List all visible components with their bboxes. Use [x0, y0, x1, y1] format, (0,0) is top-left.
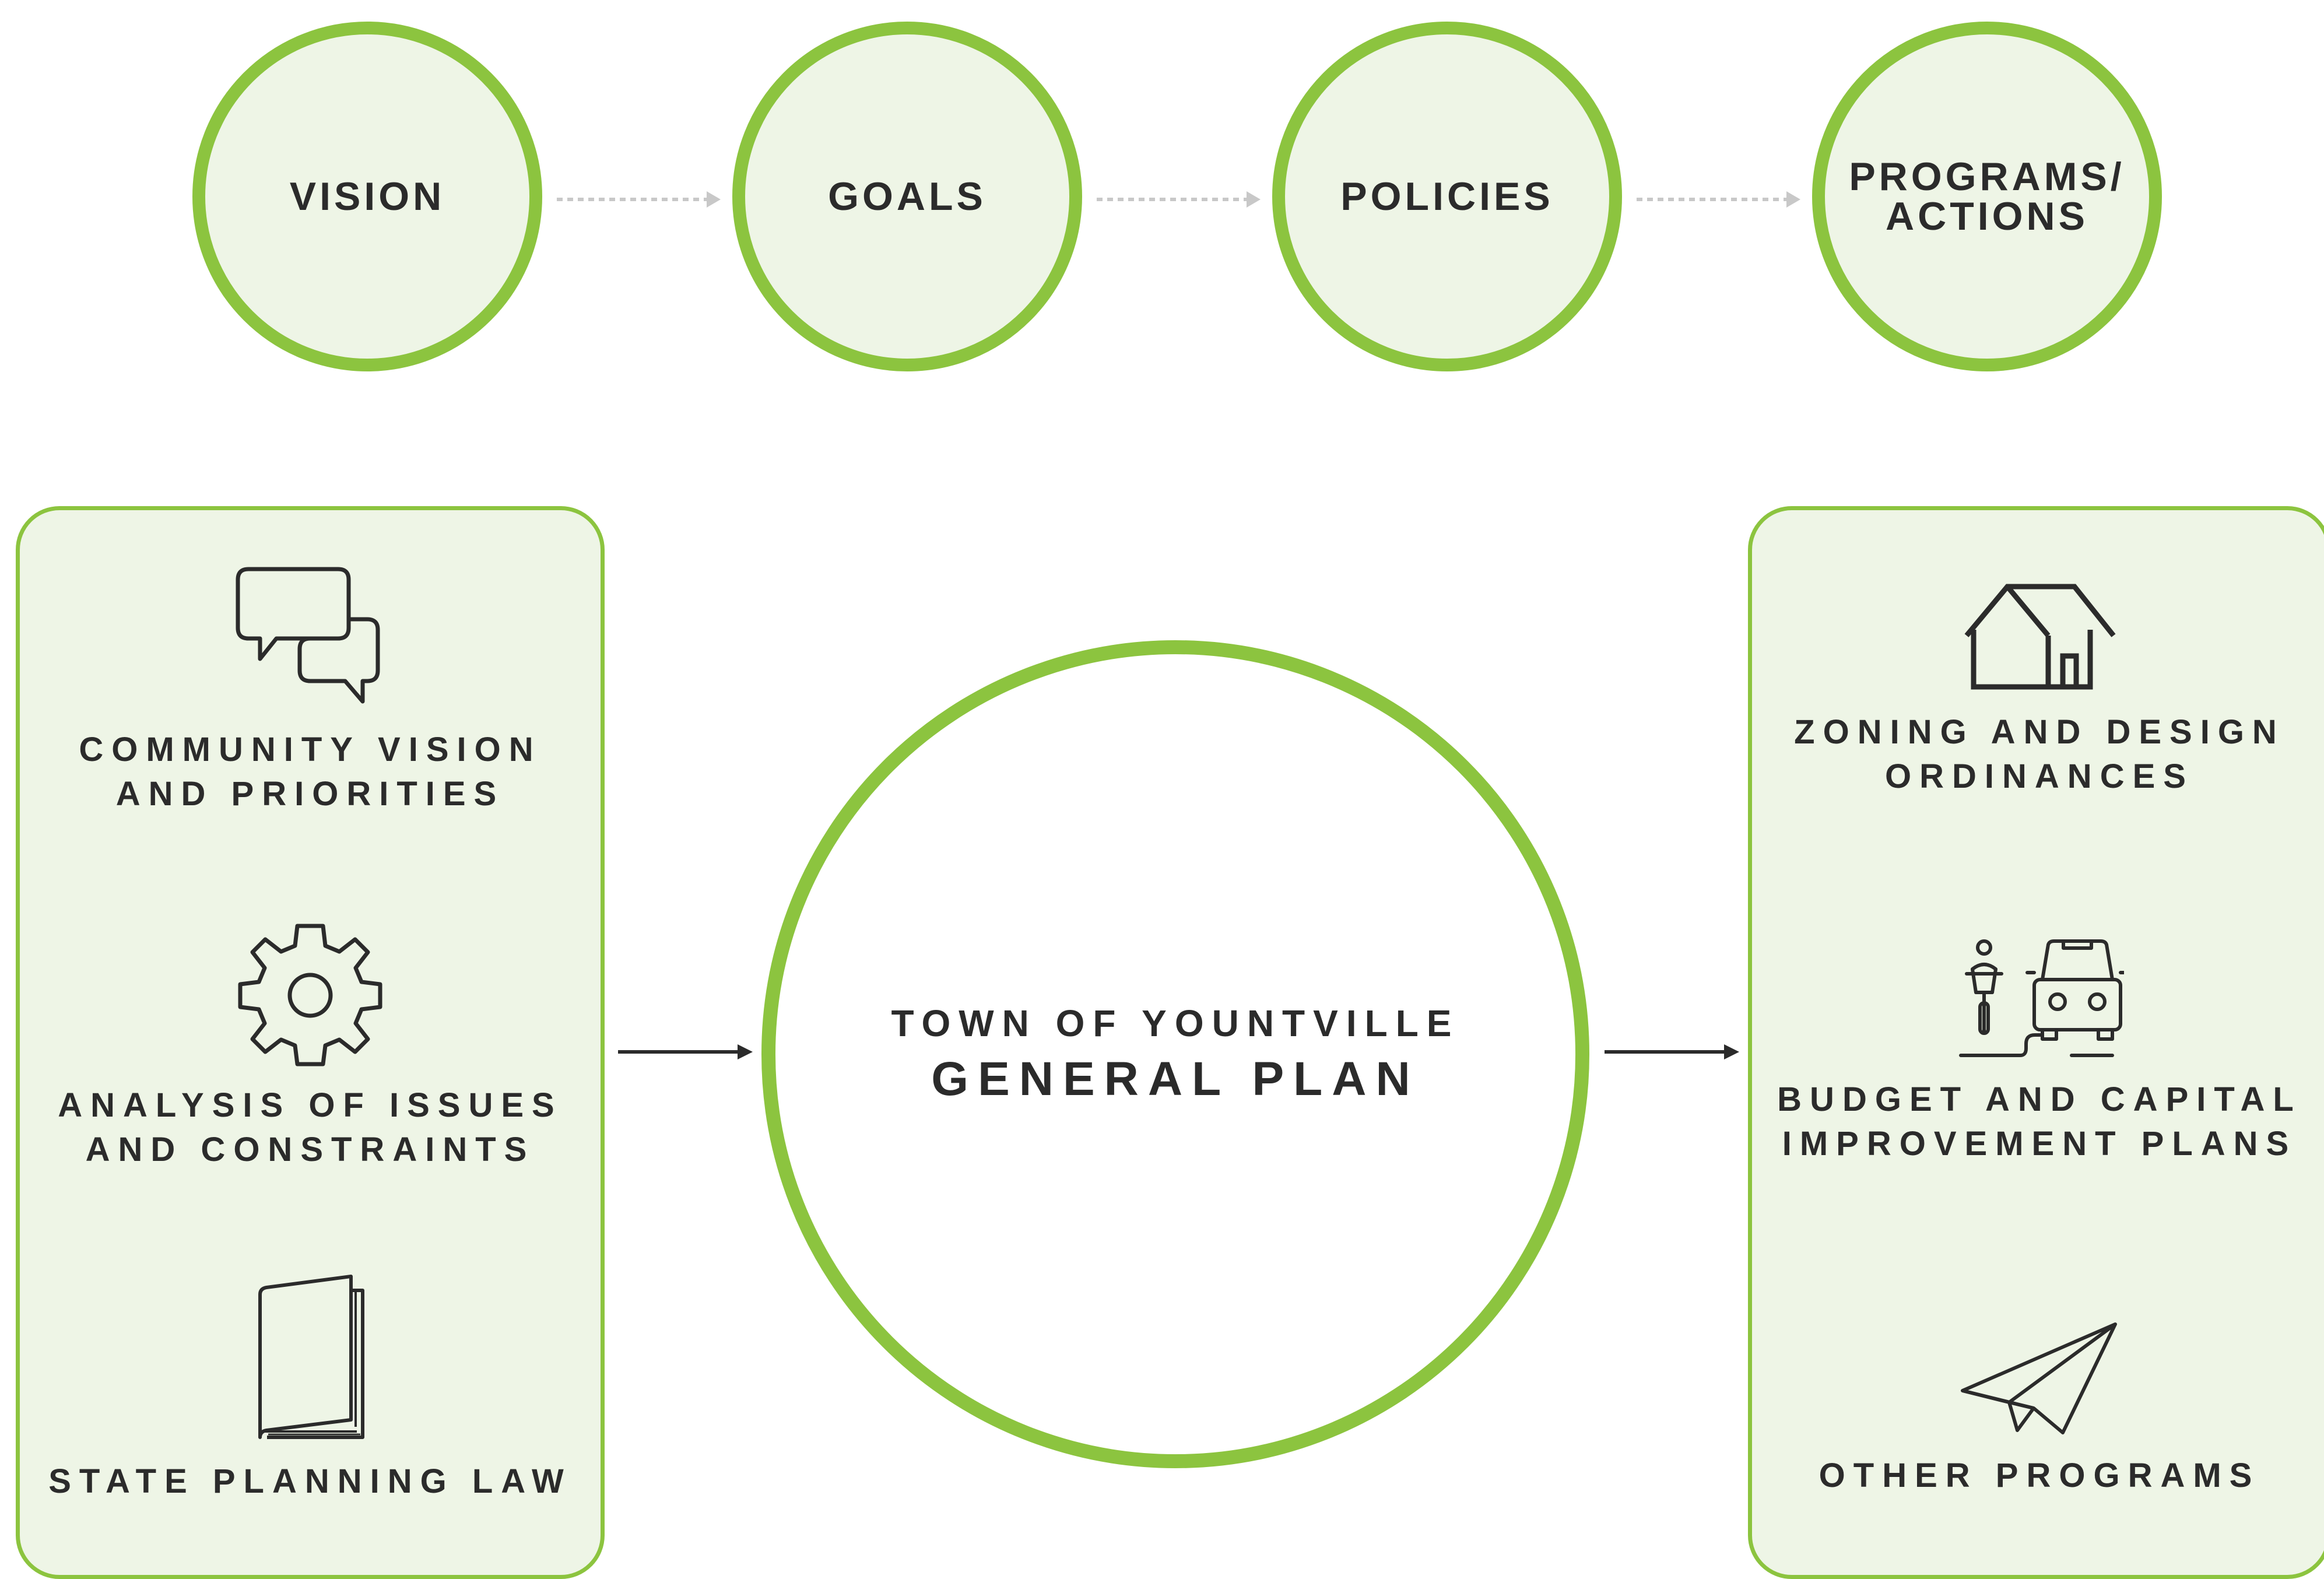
- input-item-analysis: ANALYSIS OF ISSUES AND CONSTRAINTS: [20, 921, 601, 1172]
- plan-town-name: TOWN OF YOUNTVILLE: [891, 1002, 1460, 1044]
- bike-and-car-icon: [1959, 939, 2124, 1057]
- input-item-label: COMMUNITY VISION AND PRIORITIES: [79, 731, 542, 813]
- arrow-out-of-plan: [1605, 1044, 1739, 1059]
- flow-step-programs-actions: PROGRAMS/ ACTIONS: [1812, 22, 2162, 371]
- flow-step-label: POLICIES: [1340, 174, 1554, 219]
- general-plan-circle: TOWN OF YOUNTVILLE GENERAL PLAN: [761, 640, 1589, 1468]
- gear-icon: [238, 924, 382, 1066]
- output-item-budget: BUDGET AND CAPITAL IMPROVEMENT PLANS: [1752, 939, 2324, 1166]
- output-item-zoning: ZONING AND DESIGN ORDINANCES: [1752, 583, 2324, 799]
- flow-step-policies: POLICIES: [1272, 22, 1622, 371]
- output-item-label: ZONING AND DESIGN ORDINANCES: [1794, 713, 2285, 795]
- flow-step-label: PROGRAMS/ ACTIONS: [1849, 155, 2125, 238]
- dotted-arrow-2: [1097, 191, 1261, 208]
- dotted-arrow-3: [1637, 191, 1800, 208]
- arrow-into-plan: [618, 1044, 753, 1059]
- dotted-arrow-1: [557, 191, 721, 208]
- plan-title: GENERAL PLAN: [931, 1052, 1420, 1106]
- input-item-state-planning-law: STATE PLANNING LAW: [20, 1274, 601, 1504]
- input-item-community-vision: COMMUNITY VISION AND PRIORITIES: [20, 566, 601, 816]
- flow-step-goals: GOALS: [732, 22, 1082, 371]
- inputs-panel: COMMUNITY VISION AND PRIORITIES ANALYSIS…: [16, 506, 605, 1579]
- speech-bubbles-icon: [236, 567, 380, 704]
- flow-step-label: VISION: [289, 174, 445, 219]
- output-item-label: BUDGET AND CAPITAL IMPROVEMENT PLANS: [1777, 1080, 2302, 1163]
- outputs-panel: ZONING AND DESIGN ORDINANCES: [1748, 506, 2324, 1579]
- paper-plane-icon: [1961, 1322, 2117, 1434]
- house-icon: [1964, 584, 2116, 690]
- flow-step-vision: VISION: [192, 22, 542, 371]
- book-icon: [258, 1275, 364, 1439]
- input-item-label: STATE PLANNING LAW: [48, 1462, 572, 1500]
- input-item-label: ANALYSIS OF ISSUES AND CONSTRAINTS: [58, 1086, 563, 1169]
- output-item-label: OTHER PROGRAMS: [1819, 1457, 2260, 1494]
- output-item-other-programs: OTHER PROGRAMS: [1752, 1321, 2324, 1498]
- general-plan-diagram: VISION GOALS POLICIES PROGRAMS/ ACTIONS …: [16, 22, 2324, 1579]
- flow-step-label: GOALS: [828, 174, 987, 219]
